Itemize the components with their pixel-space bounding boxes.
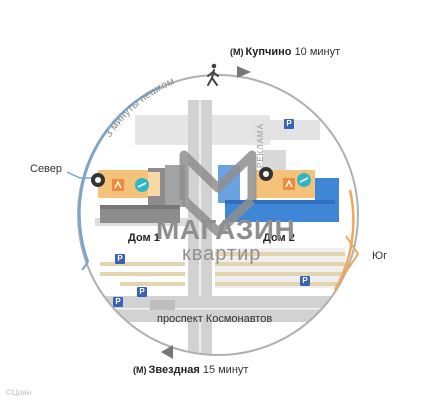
direction-north: Север	[30, 163, 63, 175]
metro-south-label: (М)Звездная 15 минут	[133, 364, 248, 376]
walk-route-arc	[78, 85, 161, 263]
metro-icon: (М)	[133, 365, 147, 375]
south-arc	[333, 189, 355, 291]
metro-south-time: 15 минут	[202, 364, 249, 376]
store-icon	[259, 167, 273, 181]
house-2-building	[218, 165, 339, 222]
parking-icon: P	[300, 276, 310, 286]
watermark: ©Циан	[6, 388, 32, 397]
school-icon	[297, 173, 311, 187]
store-icon	[91, 173, 105, 187]
metro-south-name: Звездная	[148, 364, 200, 376]
ad-label: РЕКЛАМА	[256, 123, 265, 168]
school-icon	[135, 178, 149, 192]
parking-icon: P	[137, 287, 147, 297]
metro-north-time: 10 минут	[294, 46, 341, 58]
house-2-label: Дом 2	[263, 232, 295, 244]
metro-north-label: (М)Купчино 10 минут	[230, 46, 340, 58]
building-block	[250, 120, 320, 140]
walking-person-icon	[207, 63, 219, 86]
metro-north-name: Купчино	[245, 46, 292, 58]
kindergarten-icon	[283, 178, 295, 190]
metro-icon: (М)	[230, 47, 244, 57]
south-arrow-icon	[161, 345, 173, 359]
kindergarten-icon	[112, 179, 124, 191]
brand-logo-icon	[179, 150, 257, 237]
house-1-label: Дом 1	[128, 232, 160, 244]
brand-subtitle: квартир	[182, 243, 262, 265]
parking-icon: P	[115, 254, 125, 264]
map-area	[78, 75, 358, 355]
north-arrow-icon	[237, 66, 251, 78]
parking-icon: P	[113, 297, 123, 307]
parking-stripes	[100, 248, 345, 288]
direction-south: Юг	[372, 250, 388, 262]
parking-icon: P	[284, 119, 294, 129]
commerce-left	[98, 170, 160, 198]
street-label: проспект Космонавтов	[157, 313, 273, 325]
brand-name: МАГАЗИН	[156, 214, 296, 245]
